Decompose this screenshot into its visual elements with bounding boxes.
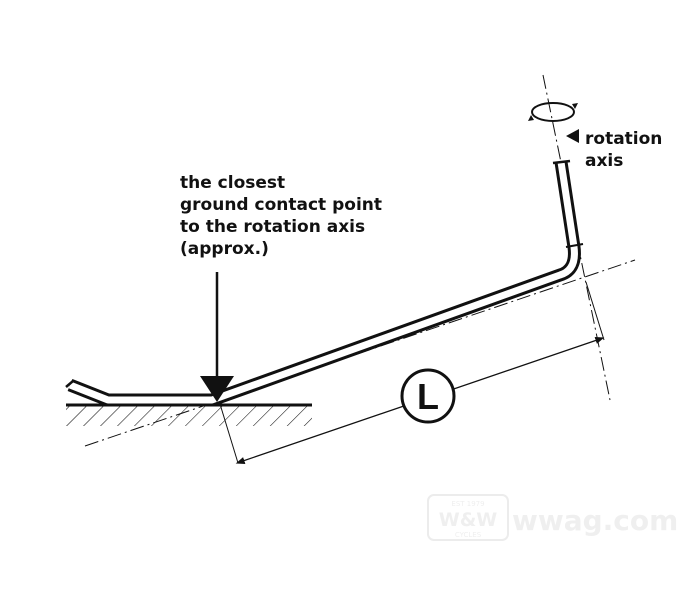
rotation-indicator-icon (528, 102, 579, 143)
watermark-badge-bottom: CYCLES (455, 531, 482, 539)
contact-point-label: the closest ground contact point to the … (180, 172, 382, 260)
contact-point-arrow (200, 272, 234, 402)
dimension-label: L (417, 376, 439, 417)
watermark: EST 1979 W&W CYCLES wwag.com (427, 494, 678, 541)
rotation-label-line-1: rotation (585, 129, 663, 149)
rotation-label-line-2: axis (585, 151, 624, 171)
ground (66, 403, 312, 426)
watermark-site: wwag.com (512, 504, 678, 537)
contact-label-line-4: (approx.) (180, 239, 269, 259)
rotation-axis-label: rotation axis (585, 128, 662, 172)
dimension-l: L (219, 281, 605, 464)
watermark-badge-main: W&W (439, 509, 498, 531)
contact-label-line-3: to the rotation axis (180, 217, 366, 237)
contact-label-line-2: ground contact point (180, 195, 383, 215)
watermark-badge-top: EST 1979 (451, 500, 484, 508)
contact-label-line-1: the closest (180, 173, 286, 193)
